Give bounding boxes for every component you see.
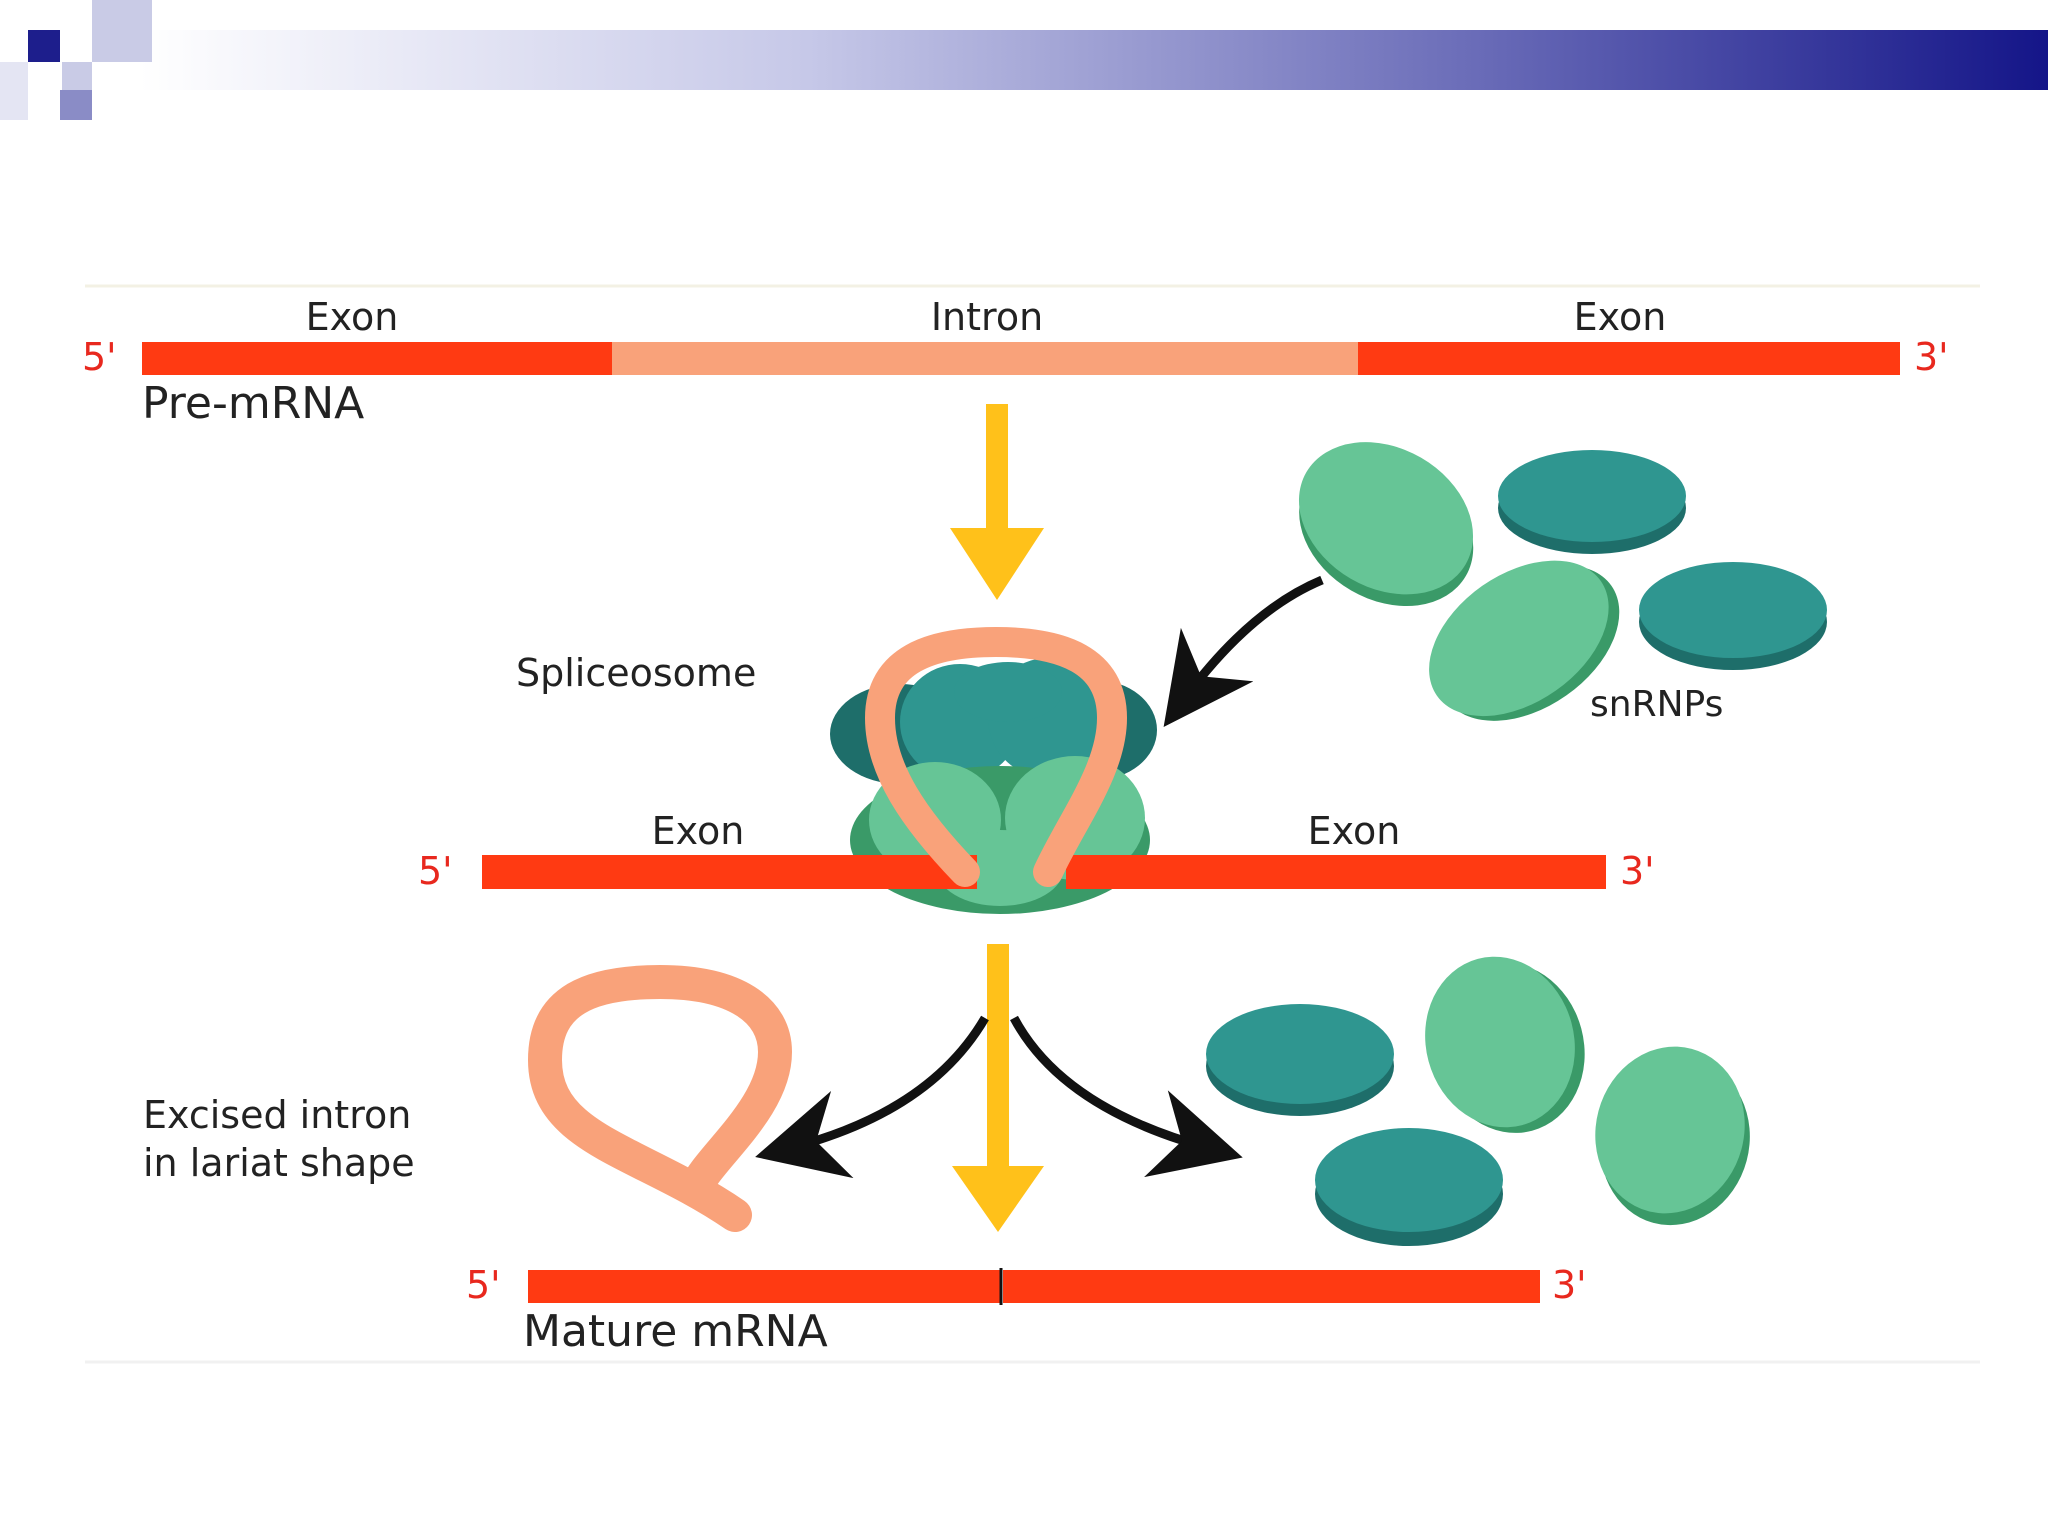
pre-mrna-intron bbox=[612, 342, 1358, 375]
header-square-light-small bbox=[62, 62, 92, 92]
excised-intron-lariat bbox=[527, 964, 793, 1232]
snrnp-dark-4 bbox=[1315, 1128, 1503, 1246]
yellow-arrow-bottom bbox=[952, 944, 1044, 1232]
pre-mrna-three-prime: 3' bbox=[1914, 335, 1949, 379]
snrnp-dark-1 bbox=[1498, 450, 1686, 554]
mature-five-prime: 5' bbox=[466, 1263, 501, 1307]
snrnp-dark-3 bbox=[1206, 1004, 1394, 1116]
pre-mrna-label: Pre-mRNA bbox=[142, 378, 364, 429]
header-gradient-bar bbox=[140, 30, 2048, 90]
arrow-to-released-snrnps bbox=[1010, 1015, 1243, 1178]
snrnp-light-2 bbox=[1429, 560, 1620, 721]
pre-mrna: Exon Intron Exon 5' 3' Pre-mRNA bbox=[82, 295, 1949, 429]
snrnp-light-3 bbox=[1425, 956, 1585, 1133]
pre-mrna-intron-label: Intron bbox=[931, 295, 1043, 339]
intron-loop-omega bbox=[864, 626, 1128, 887]
yellow-arrow-top bbox=[950, 404, 1044, 600]
snrnp-light-1 bbox=[1298, 442, 1474, 607]
snrnps-label: snRNPs bbox=[1590, 684, 1723, 725]
mature-mrna-label: Mature mRNA bbox=[523, 1306, 828, 1357]
header-square-faint bbox=[0, 62, 28, 120]
mature-mrna: 5' 3' Mature mRNA bbox=[466, 1263, 1587, 1357]
mature-three-prime: 3' bbox=[1552, 1263, 1587, 1307]
middle-exon-left bbox=[482, 855, 977, 889]
snrnp-dark-2 bbox=[1639, 562, 1827, 670]
excised-intron-label-line2: in lariat shape bbox=[143, 1141, 415, 1185]
spliceosome-dark-subunits bbox=[830, 658, 1157, 784]
excised-intron-label-line1: Excised intron bbox=[143, 1093, 411, 1137]
snrnp-light-4 bbox=[1595, 1046, 1750, 1226]
arrow-to-lariat bbox=[755, 1015, 989, 1179]
mature-exon-left bbox=[528, 1270, 1000, 1303]
header-square-light bbox=[92, 0, 152, 62]
middle-three-prime: 3' bbox=[1620, 849, 1655, 893]
pre-mrna-exon-left-label: Exon bbox=[306, 295, 399, 339]
middle-exon-right bbox=[1066, 855, 1606, 889]
pre-mrna-exon-left bbox=[142, 342, 612, 375]
header-decoration bbox=[0, 0, 2048, 120]
middle-five-prime: 5' bbox=[418, 849, 453, 893]
snrnps-cluster-top: snRNPs bbox=[1298, 442, 1827, 725]
mature-exon-right bbox=[1003, 1270, 1540, 1303]
spliceosome bbox=[482, 626, 1606, 914]
pre-mrna-exon-right bbox=[1358, 342, 1900, 375]
snrnps-cluster-bottom bbox=[1206, 956, 1750, 1246]
middle-exon-right-label: Exon bbox=[1308, 809, 1401, 853]
spliceosome-label: Spliceosome bbox=[516, 651, 756, 695]
pre-mrna-exon-right-label: Exon bbox=[1574, 295, 1667, 339]
arrow-snrnps-to-spliceosome bbox=[1163, 575, 1324, 727]
header-square-mid bbox=[60, 90, 92, 120]
pre-mrna-five-prime: 5' bbox=[82, 335, 117, 379]
header-square-dark bbox=[28, 30, 60, 62]
middle-exon-left-label: Exon bbox=[652, 809, 745, 853]
